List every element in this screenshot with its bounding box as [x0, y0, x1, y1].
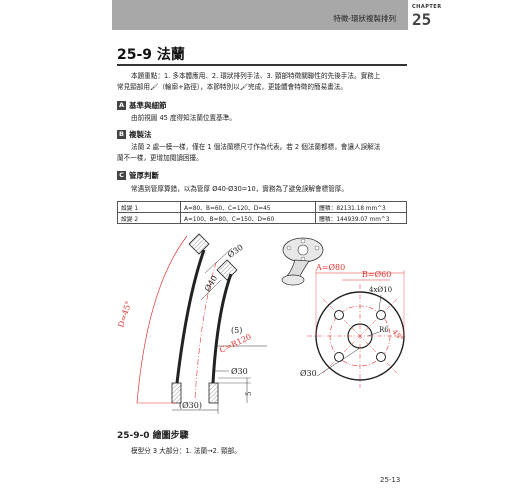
- side-phi30-label: Ø30: [231, 367, 248, 376]
- intro-line-1: 本題重點：1. 多本體應用、2. 環狀排列手法、3. 頸部特徵關聯性的先後手法。…: [131, 72, 381, 80]
- title-divider: [117, 64, 407, 66]
- phi30-top-leader: [204, 247, 233, 274]
- r6-leader: [367, 331, 380, 337]
- table-cell-params: A=80、B=60、C=120、D=45: [180, 201, 316, 213]
- bolt-hole: [376, 352, 386, 362]
- a-label: A=Ø80: [315, 263, 345, 272]
- bolt-hole: [334, 310, 344, 320]
- section-c-text: 常遇到管厚算錯，以為管厚 Ø40-Ø30=10，實務為了避免誤解會標管厚。: [131, 185, 348, 193]
- top-flange-section-right: [216, 259, 238, 281]
- design-change-table: 設變 1 A=80、B=60、C=120、D=45 體積：82131.18 mm…: [117, 201, 407, 224]
- subsection-title: 25-9-0 繪圖步驟: [117, 431, 189, 441]
- holes-label: 4xØ10: [369, 286, 392, 294]
- page-title: 25-9 法蘭: [117, 47, 185, 63]
- table-cell-name: 設變 1: [117, 201, 181, 213]
- thumb-bore: [297, 244, 309, 256]
- bottom-flange-left: [171, 382, 182, 404]
- angle-arc: [136, 235, 188, 404]
- thumb-bottom-flange: [281, 274, 305, 286]
- pipe-centerline: [194, 259, 218, 399]
- intro-paragraph: 本題重點：1. 多本體應用、2. 環狀排列手法、3. 頸部特徵關聯性的先後手法。…: [117, 71, 407, 93]
- intro-line-2: 常見頸部用🖌（輪廓+路徑），本節特別以🖌完成，更能體會特徵的簡易畫法。: [117, 83, 347, 91]
- top-phi30-label: Ø30: [226, 243, 245, 260]
- section-b-line-2: 蘭不一樣，更增加閱讀困擾。: [117, 154, 203, 162]
- section-c-title: 管厚判斷: [129, 171, 159, 180]
- dim5-label: (5): [231, 326, 242, 335]
- table-cell-volume: 體積：144939.07 mm^3: [315, 212, 407, 224]
- dim5b-label: 5: [245, 392, 253, 396]
- top-flange-section: [188, 233, 210, 255]
- section-a-badge: A: [117, 101, 126, 110]
- table-row: 設變 1 A=80、B=60、C=120、D=45 體積：82131.18 mm…: [117, 201, 407, 213]
- flange-technical-drawing: D=45° Ø30 Ø40 (5) C=R120 Ø30 5 (Ø30): [117, 233, 407, 414]
- table-cell-volume: 體積：82131.18 mm^3: [315, 201, 407, 213]
- table-cell-name: 設變 2: [117, 212, 181, 224]
- table-cell-params: A=100、B=80、C=150、D=60: [180, 212, 316, 224]
- bottom-phi30-label: (Ø30): [179, 401, 202, 410]
- angle-d-label: D=45°: [117, 300, 133, 329]
- holes-leader: [378, 294, 382, 311]
- phi40-leader: [200, 279, 222, 301]
- subsection-text: 模型分 3 大部分：1. 法蘭→2. 頸部。: [131, 447, 241, 455]
- section-a-heading: A 基準與細節: [117, 100, 167, 111]
- bolt-hole: [334, 352, 344, 362]
- pipe-wall-outer: [175, 249, 206, 384]
- r6-label: R6: [379, 326, 389, 334]
- running-title: 特徵-環狀複製排列: [333, 14, 396, 23]
- section-b-line-1: 法蘭 2 處一模一樣，僅在 1 個法蘭標尺寸作為代表。若 2 個法蘭都標，會讓人…: [131, 143, 381, 151]
- b-label: B=Ø60: [362, 270, 391, 279]
- phi30-front-leader: [316, 347, 361, 377]
- thumb-hole: [286, 245, 292, 251]
- thumb-hole: [300, 238, 306, 244]
- side-section-view: D=45° Ø30 Ø40 (5) C=R120 Ø30 5 (Ø30): [117, 233, 267, 414]
- diag-centerline: [322, 298, 398, 374]
- bottom-flange-right: [208, 382, 219, 404]
- angle45-label: 45°: [390, 328, 404, 343]
- thumb-hole: [314, 245, 320, 251]
- table-row: 設變 2 A=100、B=80、C=150、D=60 體積：144939.07 …: [117, 212, 407, 224]
- section-b-heading: B 複製法: [117, 129, 152, 140]
- section-a-title: 基準與細節: [129, 101, 167, 110]
- phi40-label: Ø40: [203, 274, 219, 293]
- pipe-wall-inner: [211, 273, 233, 384]
- page-number: 25-13: [380, 476, 401, 484]
- section-b-paragraph: 法蘭 2 處一模一樣，僅在 1 個法蘭標尺寸作為代表。若 2 個法蘭都標，會讓人…: [117, 142, 407, 164]
- section-b-badge: B: [117, 130, 126, 139]
- chapter-number: 25: [412, 10, 432, 29]
- section-b-title: 複製法: [129, 130, 152, 139]
- radius-c-label: C=R120: [218, 332, 253, 355]
- section-a-text: 由前視圖 45 度得知法蘭位置基準。: [131, 114, 236, 122]
- front-flange-view: A=Ø80 B=Ø60 4xØ10 R6 Ø30 45°: [300, 263, 407, 388]
- chapter-label: CHAPTER: [412, 4, 442, 10]
- flange-3d-thumbnail: [281, 237, 324, 286]
- section-c-badge: C: [117, 171, 126, 180]
- bolt-hole: [376, 310, 386, 320]
- header-band: 特徵-環狀複製排列: [112, 0, 408, 30]
- front-phi30-label: Ø30: [300, 369, 317, 378]
- section-c-heading: C 管厚判斷: [117, 170, 159, 181]
